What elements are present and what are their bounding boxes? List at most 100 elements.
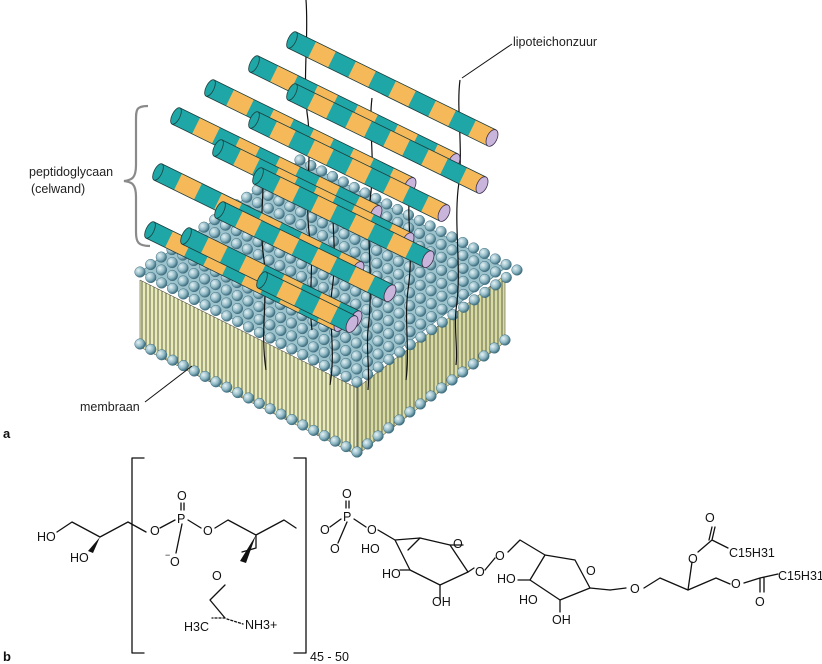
membrane-head-bead: [340, 370, 352, 383]
membrane-head-bead: [167, 282, 179, 295]
atom-HO-ring1: HO: [361, 542, 380, 556]
membrane-head-bead: [382, 263, 394, 275]
membrane-head-bead: [296, 323, 308, 335]
membrane-tail-head-bead: [221, 381, 233, 393]
lta-chain-2: [366, 97, 373, 391]
membrane-head-bead: [447, 283, 459, 295]
membrane-head-bead: [426, 324, 438, 336]
membrane-head-bead: [221, 310, 233, 322]
membrane-head-bead: [210, 279, 222, 291]
membrane-head-bead: [177, 262, 189, 274]
repeat-bracket-right: [293, 457, 307, 654]
strand-back-cap: [286, 83, 298, 101]
membrane-label: membraan: [80, 400, 140, 414]
membrane-head-bead: [329, 339, 341, 351]
bond-dag: [609, 577, 731, 591]
membrane-tail-head-bead: [467, 358, 479, 370]
membrane-head-bead: [392, 255, 404, 267]
bond-p2: [329, 500, 367, 544]
membrane-head-bead: [393, 268, 405, 280]
atom-O-link-0: O: [320, 523, 330, 537]
atom-O-ester: O: [212, 569, 222, 583]
peptidoglycan-strand: [214, 201, 397, 303]
membrane-head-bead: [436, 277, 448, 289]
membrane-head-bead: [220, 232, 232, 244]
membrane-head-bead: [372, 361, 384, 373]
membrane-head-bead: [415, 331, 427, 343]
membrane-head-bead: [340, 357, 352, 370]
atom-OH-ring1: OH: [432, 595, 451, 609]
peptidoglycan-label: peptidoglycaan: [29, 165, 113, 179]
membrane-head-bead: [306, 276, 319, 288]
membrane-head-bead: [166, 269, 178, 282]
membrane-head-bead: [447, 296, 459, 308]
membrane-head-bead: [393, 294, 405, 306]
membrane-head-bead: [166, 257, 178, 269]
membrane-tail-head-bead: [232, 387, 244, 399]
strand-end-cap: [485, 129, 499, 147]
strand-back-cap: [248, 55, 260, 73]
phosphate-1: O P O O − O: [150, 489, 297, 569]
membrane-head-bead: [252, 249, 264, 261]
strand-end-cap: [421, 250, 435, 269]
membrane-head-bead: [231, 302, 244, 315]
membrane-tail-head-bead: [362, 438, 374, 450]
panel-a: lipoteichonzuur peptidoglycaan (celwand)…: [3, 0, 597, 458]
membrane-head-bead: [275, 337, 287, 350]
membrane-head-bead: [371, 257, 383, 269]
anion-charge-1: −: [165, 550, 170, 560]
glucose-ring-2: HO O HO OH O: [497, 554, 640, 627]
membrane-head-bead: [297, 335, 309, 348]
membrane-head-bead: [307, 328, 319, 340]
strand-back-cap: [204, 79, 216, 97]
membrane-head-bead: [199, 286, 211, 298]
membrane-head-bead: [425, 272, 437, 284]
bond-acyl-1: [687, 526, 729, 591]
membrane-head-bead: [188, 293, 200, 306]
membrane-head-bead: [383, 341, 395, 353]
diacylglycerol: O O C15H31 O O C15H31: [609, 511, 822, 609]
membrane-head-bead: [273, 208, 285, 220]
membrane-tail-head-bead: [199, 370, 211, 382]
membrane-tail-head-bead: [210, 376, 222, 388]
membrane-head-bead: [457, 262, 469, 274]
membrane-head-bead: [479, 286, 491, 298]
membrane-head-bead: [372, 309, 384, 321]
membrane-head-bead: [382, 302, 394, 314]
membrane-tail-head-bead: [372, 430, 384, 442]
membrane-head-bead: [242, 295, 254, 307]
membrane-head-bead: [393, 320, 405, 332]
atom-HO-ring2b: HO: [519, 593, 538, 607]
membrane-head-bead: [479, 273, 491, 285]
atom-O-dbl-2: O: [342, 487, 352, 501]
peptidoglycan-brace: [123, 104, 151, 248]
atom-HO-ring1b: HO: [382, 567, 401, 581]
membrane-head-bead: [264, 332, 276, 344]
membrane-head-bead: [415, 305, 427, 317]
membrane-head-bead: [318, 359, 330, 372]
membrane-head-bead: [253, 301, 265, 313]
membrane-head-bead: [296, 271, 308, 283]
membrane-head-bead: [468, 255, 480, 267]
glycosidic-link: O: [467, 539, 546, 573]
membrane-tail-head-bead: [329, 435, 341, 447]
membrane-head-bead: [220, 284, 232, 296]
strand-back-cap: [170, 107, 182, 125]
membrane-tail-head-bead: [275, 408, 287, 420]
membrane-head-bead: [468, 268, 480, 280]
strand-back-cap: [144, 221, 156, 239]
atom-O-link-1: O: [367, 523, 377, 537]
membrane-head-bead: [210, 291, 222, 304]
membrane-head-bead: [424, 233, 436, 245]
membrane-head-bead: [393, 333, 406, 345]
membrane-tail-head-bead: [134, 338, 146, 350]
phosphate-2: P O O O O: [320, 487, 377, 556]
atom-O-acyl-dbl-1: O: [705, 511, 715, 525]
peptidoglycan-strands: [144, 31, 499, 333]
atom-O-acyl-dbl-2: O: [755, 595, 765, 609]
strand-band: [194, 183, 223, 210]
repeat-bracket-left: [131, 457, 145, 654]
strand-band: [276, 280, 303, 306]
strand-outline: [253, 167, 433, 268]
